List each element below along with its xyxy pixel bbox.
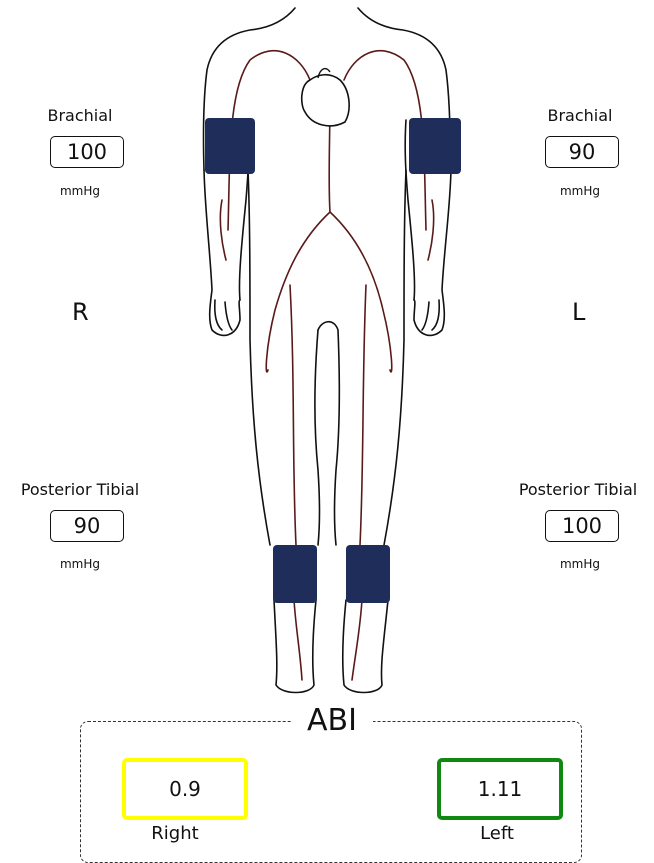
left-arm-cuff	[409, 118, 461, 174]
right-ankle-cuff	[273, 545, 317, 603]
abi-left-value: 1.11	[437, 758, 563, 820]
left-tibial-label: Posterior Tibial	[498, 480, 654, 499]
right-tibial-unit: mmHg	[30, 557, 130, 571]
right-tibial-value: 90	[50, 510, 124, 542]
left-tibial-value: 100	[545, 510, 619, 542]
left-ankle-cuff	[346, 545, 390, 603]
left-brachial-unit: mmHg	[530, 184, 630, 198]
right-brachial-label: Brachial	[0, 106, 160, 125]
left-brachial-label: Brachial	[500, 106, 654, 125]
right-side-marker: R	[72, 298, 89, 326]
abi-left-label: Left	[437, 823, 557, 844]
right-brachial-unit: mmHg	[30, 184, 130, 198]
abi-right-label: Right	[115, 823, 235, 844]
left-side-marker: L	[572, 298, 585, 326]
right-tibial-label: Posterior Tibial	[0, 480, 160, 499]
abi-right-value: 0.9	[122, 758, 248, 820]
right-brachial-value: 100	[50, 136, 124, 168]
right-arm-cuff	[205, 118, 255, 174]
abi-title: ABI	[291, 704, 373, 738]
left-tibial-unit: mmHg	[530, 557, 630, 571]
left-brachial-value: 90	[545, 136, 619, 168]
body-figure	[0, 0, 654, 700]
